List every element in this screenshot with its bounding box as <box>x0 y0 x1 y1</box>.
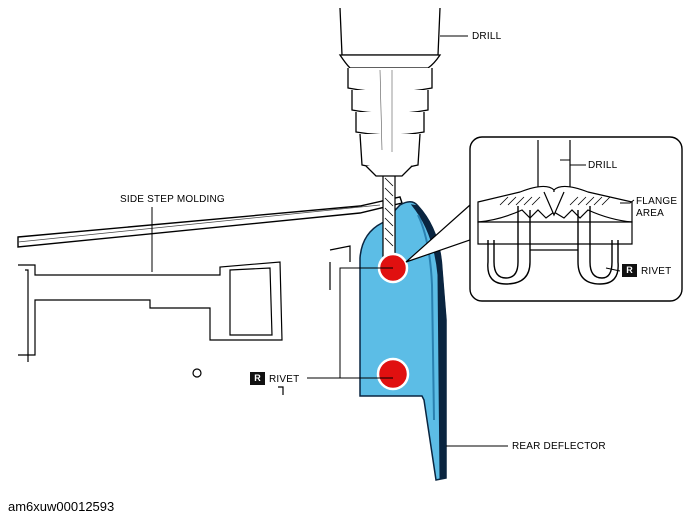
drill-icon <box>338 7 442 177</box>
image-id-caption: am6xuw00012593 <box>8 499 115 514</box>
leader-lines <box>151 35 635 447</box>
label-side-step-molding: SIDE STEP MOLDING <box>120 194 225 205</box>
label-drill-inset: DRILL <box>588 160 618 171</box>
body-panel <box>18 245 351 395</box>
label-rivet-inset: RIVET <box>641 266 672 277</box>
label-flange: FLANGE <box>636 196 678 207</box>
label-drill-top: DRILL <box>472 31 502 42</box>
side-step-molding <box>17 196 403 248</box>
rivet-badge-inset: R <box>622 264 637 277</box>
drill-bit-icon <box>382 172 396 260</box>
label-rivet-main: RIVET <box>269 374 300 385</box>
label-area: AREA <box>636 208 665 219</box>
label-rear-deflector: REAR DEFLECTOR <box>512 441 606 452</box>
rivet-badge-main: R <box>250 372 265 385</box>
inset-cross-section <box>469 136 683 302</box>
